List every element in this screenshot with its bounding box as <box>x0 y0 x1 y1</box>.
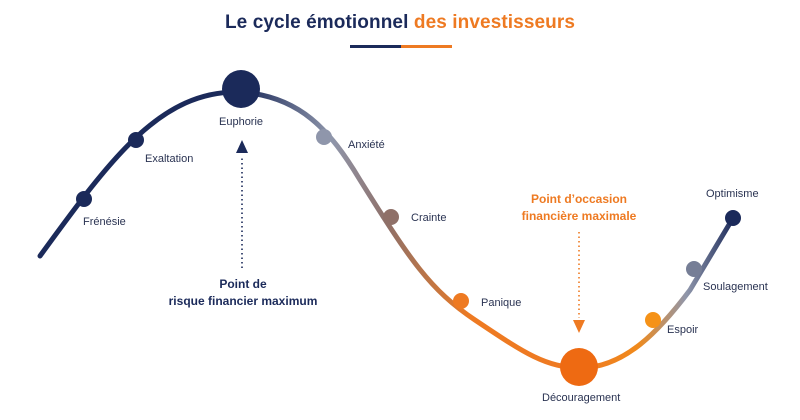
title-underline-navy <box>350 45 401 48</box>
label-espoir: Espoir <box>667 324 699 336</box>
node-euphorie <box>222 70 260 108</box>
node-decouragement <box>560 348 598 386</box>
label-frenesie: Frénésie <box>83 216 126 228</box>
opportunity-callout: Point d’occasion financière maximale <box>509 191 649 225</box>
risk-callout-line1: Point de <box>219 277 267 291</box>
risk-callout-line2: risque financier maximum <box>168 294 318 308</box>
title-underline-orange <box>401 45 452 48</box>
node-exaltation <box>128 132 144 148</box>
label-crainte: Crainte <box>411 212 447 224</box>
label-euphorie: Euphorie <box>219 116 264 128</box>
label-soulagement: Soulagement <box>703 281 768 293</box>
label-exaltation: Exaltation <box>145 153 194 165</box>
node-frenesie <box>76 191 92 207</box>
opportunity-callout-line1: Point d’occasion <box>530 192 627 206</box>
node-anxiete <box>316 129 332 145</box>
label-optimisme: Optimisme <box>706 188 759 200</box>
node-espoir <box>645 312 661 328</box>
title-part-2: des investisseurs <box>413 12 576 33</box>
node-optimisme <box>725 210 741 226</box>
label-panique: Panique <box>481 297 522 309</box>
risk-arrow-head <box>236 140 248 153</box>
node-crainte <box>383 209 399 225</box>
label-anxiete: Anxiété <box>348 139 385 151</box>
opportunity-callout-line2: financière maximale <box>521 209 637 223</box>
node-panique <box>453 293 469 309</box>
title-part-1: Le cycle émotionnel <box>224 12 409 33</box>
opportunity-arrow-head <box>573 320 585 333</box>
page-title: Le cycle émotionnel des investisseurs <box>0 12 800 34</box>
label-decouragement: Découragement <box>542 392 621 404</box>
risk-callout: Point de risque financier maximum <box>157 276 329 310</box>
cycle-curve <box>37 89 736 371</box>
node-soulagement <box>686 261 702 277</box>
